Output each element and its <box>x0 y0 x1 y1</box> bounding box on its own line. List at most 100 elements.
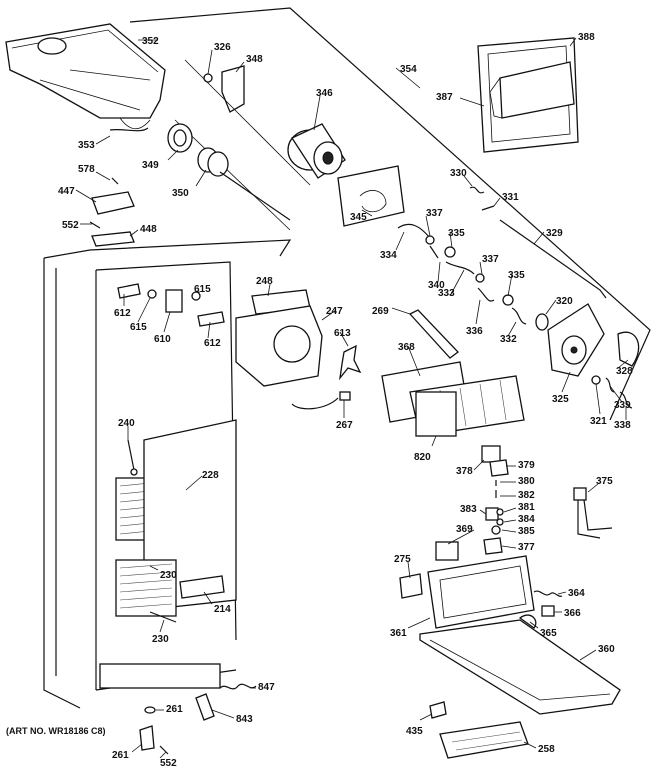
label-447: 447 <box>58 186 75 197</box>
part-361-dispenser-housing <box>427 555 535 629</box>
label-346: 346 <box>316 88 333 99</box>
leader-lines <box>75 37 629 759</box>
label-334: 334 <box>380 250 397 261</box>
part-385-nut <box>491 525 501 535</box>
part-332-spring <box>511 307 527 325</box>
part-383-block <box>485 507 499 521</box>
label-578: 578 <box>78 164 95 175</box>
label-612-a: 612 <box>114 308 131 319</box>
part-435-screw <box>429 701 447 719</box>
label-338: 338 <box>614 420 631 431</box>
label-552: 552 <box>62 220 79 231</box>
label-267: 267 <box>336 420 353 431</box>
label-365: 365 <box>540 628 557 639</box>
label-375: 375 <box>596 476 613 487</box>
part-381-washer <box>496 508 504 516</box>
label-348: 348 <box>246 54 263 65</box>
part-258-trim <box>439 721 529 759</box>
label-248: 248 <box>256 276 273 287</box>
part-820-ice-maker <box>409 375 525 437</box>
part-384-washer <box>496 518 504 526</box>
label-377: 377 <box>518 542 535 553</box>
part-612-clip-b <box>197 311 225 327</box>
part-345-mounting-plate <box>337 165 405 227</box>
part-388-dispenser-door <box>489 61 575 119</box>
part-349-bearing <box>167 123 193 153</box>
label-337-b: 337 <box>482 254 499 265</box>
part-331-clip <box>481 205 495 211</box>
part-labels: 352 326 348 346 353 349 350 578 447 552 … <box>58 32 633 768</box>
part-340-arm <box>429 245 439 259</box>
label-383: 383 <box>460 504 477 515</box>
part-275-cover <box>399 573 423 599</box>
part-365-cam <box>518 614 537 629</box>
label-448: 448 <box>140 224 157 235</box>
part-321-nut <box>591 375 601 385</box>
part-369-switch <box>435 541 459 561</box>
label-552-b: 552 <box>160 758 177 768</box>
part-330-spring <box>469 186 485 194</box>
part-448-bracket <box>91 231 135 247</box>
part-379-housing <box>489 459 509 477</box>
label-330: 330 <box>450 168 467 179</box>
label-381: 381 <box>518 502 535 513</box>
part-328-gear <box>617 331 640 367</box>
label-378: 378 <box>456 466 473 477</box>
part-843-latch <box>195 693 215 721</box>
part-329-rod <box>499 219 607 299</box>
label-331: 331 <box>502 192 519 203</box>
part-615-screw-a <box>147 289 157 299</box>
label-435: 435 <box>406 726 423 737</box>
label-349: 349 <box>142 160 159 171</box>
part-267-harness <box>291 391 351 410</box>
label-387: 387 <box>436 92 453 103</box>
label-360: 360 <box>598 644 615 655</box>
label-820: 820 <box>414 452 431 463</box>
part-346-auger-motor <box>287 123 346 179</box>
part-375-wire-harness <box>573 487 613 539</box>
label-353: 353 <box>78 140 95 151</box>
part-326-screw <box>203 73 213 83</box>
part-230-defrost-heater-b <box>149 611 177 623</box>
part-612-clip-a <box>117 283 141 299</box>
label-335-a: 335 <box>448 228 465 239</box>
label-261-a: 261 <box>166 704 183 715</box>
part-325-solenoid <box>547 303 605 377</box>
label-352: 352 <box>142 36 159 47</box>
label-335-b: 335 <box>508 270 525 281</box>
label-354: 354 <box>400 64 417 75</box>
label-610: 610 <box>154 334 171 345</box>
label-247: 247 <box>326 306 343 317</box>
label-385: 385 <box>518 526 535 537</box>
label-258: 258 <box>538 744 555 755</box>
label-364: 364 <box>568 588 585 599</box>
part-360-dispenser-frame <box>419 619 621 715</box>
label-340: 340 <box>428 280 445 291</box>
label-337-a: 337 <box>426 208 443 219</box>
label-384: 384 <box>518 514 535 525</box>
part-333-lever <box>445 261 475 275</box>
label-368: 368 <box>398 342 415 353</box>
label-612-b: 612 <box>204 338 221 349</box>
label-275: 275 <box>394 554 411 565</box>
label-615-b: 615 <box>194 284 211 295</box>
part-377-cap <box>483 537 503 555</box>
part-847-spring <box>219 683 257 690</box>
label-345: 345 <box>350 212 367 223</box>
label-388: 388 <box>578 32 595 43</box>
part-261-clip-a <box>144 706 156 714</box>
label-613: 613 <box>334 328 351 339</box>
part-240-heater <box>127 439 138 476</box>
label-326: 326 <box>214 42 231 53</box>
part-353-clip <box>109 127 149 132</box>
label-369: 369 <box>456 524 473 535</box>
part-366-clip <box>541 605 555 617</box>
label-615-a: 615 <box>130 322 147 333</box>
label-350: 350 <box>172 188 189 199</box>
part-320-fitting <box>535 313 549 331</box>
label-847: 847 <box>258 682 275 693</box>
part-378-bracket <box>481 445 501 463</box>
part-578-screw <box>111 177 119 185</box>
